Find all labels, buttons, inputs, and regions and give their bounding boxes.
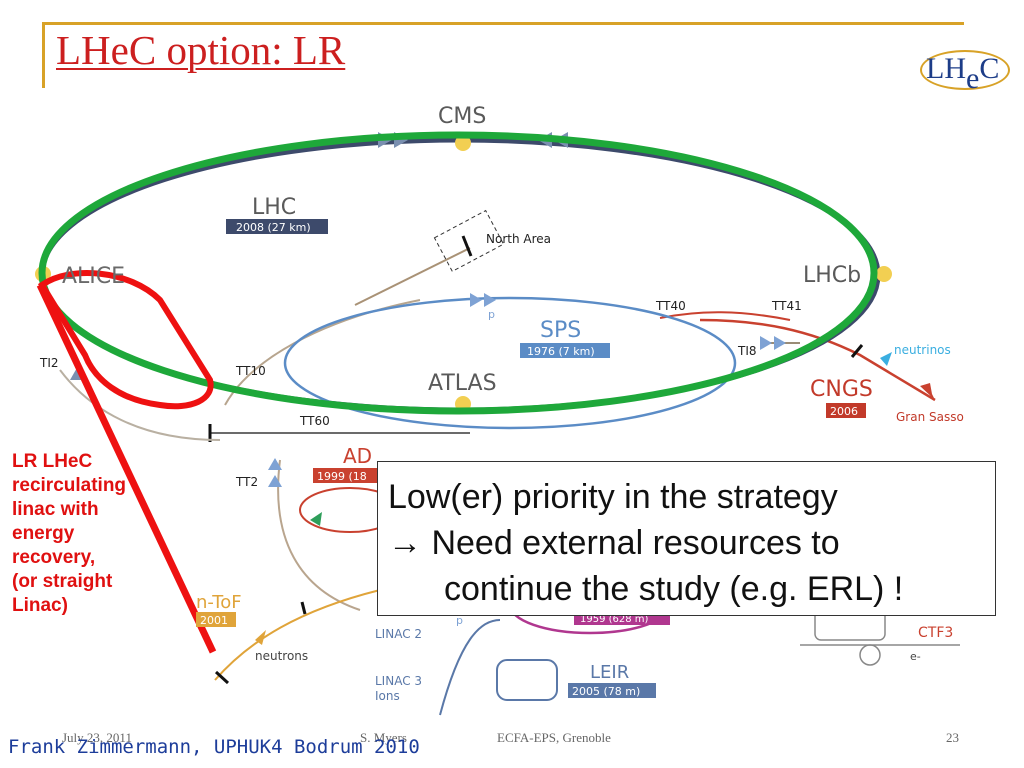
annotation-line: Linac) bbox=[12, 595, 68, 616]
footer-event: ECFA-EPS, Grenoble bbox=[497, 730, 611, 745]
ctf3-label: CTF3 bbox=[918, 625, 953, 641]
tt41-label: TT41 bbox=[771, 299, 802, 313]
cngs-stop bbox=[850, 344, 864, 358]
linac3-line bbox=[439, 619, 501, 716]
ad-year-label: 1999 (18 bbox=[317, 470, 367, 483]
sps-arrow-2 bbox=[484, 293, 496, 307]
tt41-arrow-2 bbox=[774, 336, 786, 350]
lhc-year-box bbox=[226, 219, 328, 234]
ntof-line bbox=[214, 589, 381, 681]
atlas-label: ATLAS bbox=[428, 371, 497, 396]
neutron-arrow bbox=[255, 630, 266, 645]
neutrons-label: neutrons bbox=[255, 649, 308, 663]
tt40-line bbox=[659, 311, 791, 321]
tt2-arrow-1 bbox=[268, 458, 282, 470]
lhcb-label: LHCb bbox=[803, 263, 861, 288]
linac2-label: LINAC 2 bbox=[375, 627, 422, 641]
ti8-label: TI8 bbox=[737, 344, 757, 358]
callout-line-3: continue the study (e.g. ERL) ! bbox=[444, 570, 904, 608]
cngs-year-box bbox=[826, 403, 866, 418]
tt2-arrow-2 bbox=[268, 475, 282, 487]
cms-label: CMS bbox=[438, 104, 486, 129]
ad-year-box bbox=[313, 468, 383, 483]
lr-straight-linac bbox=[36, 283, 217, 654]
leir-label: LEIR bbox=[590, 662, 629, 683]
tt60-label: TT60 bbox=[299, 414, 330, 428]
lr-lhec-annotation: LR LHeC recirculating linac with energy reco… bbox=[12, 450, 126, 618]
ntof-label: n-ToF bbox=[196, 592, 242, 613]
lhcb-dot bbox=[876, 266, 892, 282]
neutrinos-label: neutrinos bbox=[894, 343, 951, 357]
ions-label: Ions bbox=[375, 689, 400, 703]
ti2-line bbox=[59, 369, 221, 441]
lhec-green-ring bbox=[38, 131, 878, 415]
footer-author: S. Myers bbox=[360, 730, 407, 745]
annotation-line: recirculating bbox=[12, 475, 127, 496]
lhc-year-label: 2008 (27 km) bbox=[236, 221, 311, 234]
callout-line-1: Low(er) priority in the strategy bbox=[388, 478, 838, 516]
annotation-line: (or straight bbox=[12, 571, 113, 592]
sps-arrow-1 bbox=[470, 293, 482, 307]
tt41-arrow-1 bbox=[760, 336, 772, 350]
ti2-label: TI2 bbox=[39, 356, 59, 370]
priority-callout-box: Low(er) priority in the strategy → Need … bbox=[377, 461, 996, 616]
cms-dot bbox=[455, 135, 471, 151]
annotation-line: linac with bbox=[12, 499, 99, 520]
annotation-line: energy bbox=[12, 523, 75, 544]
footer-page-number: 23 bbox=[946, 730, 959, 745]
lhc-label: LHC bbox=[252, 195, 296, 220]
leir-year-label: 2005 (78 m) bbox=[572, 685, 640, 698]
ntof-year-box bbox=[196, 612, 236, 627]
e-minus-label: e- bbox=[910, 650, 921, 663]
north-area-stop bbox=[461, 235, 473, 257]
ntof-stop-2 bbox=[300, 601, 307, 615]
tt2-label: TT2 bbox=[235, 475, 258, 489]
cngs-year-label: 2006 bbox=[830, 405, 858, 418]
slide-title: LHeC option: LR bbox=[56, 27, 346, 73]
ad-label: AD bbox=[343, 444, 372, 468]
ctf3-circle bbox=[859, 644, 881, 666]
leir-ring bbox=[496, 659, 558, 701]
tt10-label: TT10 bbox=[235, 364, 266, 378]
title-bar-left-line bbox=[42, 22, 45, 88]
annotation-line: LR LHeC bbox=[12, 451, 93, 472]
footer-credit: Frank Zimmermann, UPHUK4 Bodrum 2010 bbox=[8, 736, 420, 758]
p-label-2: p bbox=[456, 614, 463, 627]
linac3-label: LINAC 3 bbox=[375, 674, 422, 688]
alice-label: ALICE bbox=[62, 264, 125, 289]
lhec-logo: LHeC bbox=[920, 42, 1010, 95]
north-area-label: North Area bbox=[486, 232, 551, 246]
annotation-line: recovery, bbox=[12, 547, 96, 568]
sps-year-label: 1976 (7 km) bbox=[527, 345, 595, 358]
sps-ring bbox=[283, 296, 737, 430]
ntof-stop bbox=[214, 670, 230, 685]
booster-year-label: 1959 (628 m) bbox=[580, 614, 649, 625]
leir-year-box bbox=[568, 683, 656, 698]
logo-ring bbox=[920, 50, 1010, 90]
north-area-box bbox=[433, 209, 505, 273]
title-bar-line bbox=[42, 22, 964, 25]
ntof-year-label: 2001 bbox=[200, 614, 228, 627]
ad-arrow bbox=[310, 512, 322, 526]
gran-sasso-label: Gran Sasso bbox=[896, 410, 964, 424]
gran-sasso-arrow bbox=[920, 383, 935, 400]
sps-label: SPS bbox=[540, 318, 581, 343]
footer-date: July 23, 2011 bbox=[62, 730, 132, 745]
lr-linac-racetrack bbox=[37, 270, 214, 410]
tt40-label: TT40 bbox=[655, 299, 686, 313]
callout-line-2: → Need external resources to bbox=[388, 524, 840, 562]
p-label-1: p bbox=[488, 308, 495, 321]
tt41-cngs-line bbox=[699, 318, 936, 402]
north-area-line bbox=[354, 247, 471, 306]
tt10-line bbox=[224, 299, 421, 406]
sps-year-box bbox=[520, 343, 610, 358]
neutrino-marker bbox=[880, 352, 892, 366]
accelerator-complex-diagram: CMS LHC 2008 (27 km) North Area ALICE LH… bbox=[35, 104, 964, 716]
cngs-label: CNGS bbox=[810, 377, 873, 402]
logo-text: LHeC bbox=[926, 52, 1000, 95]
